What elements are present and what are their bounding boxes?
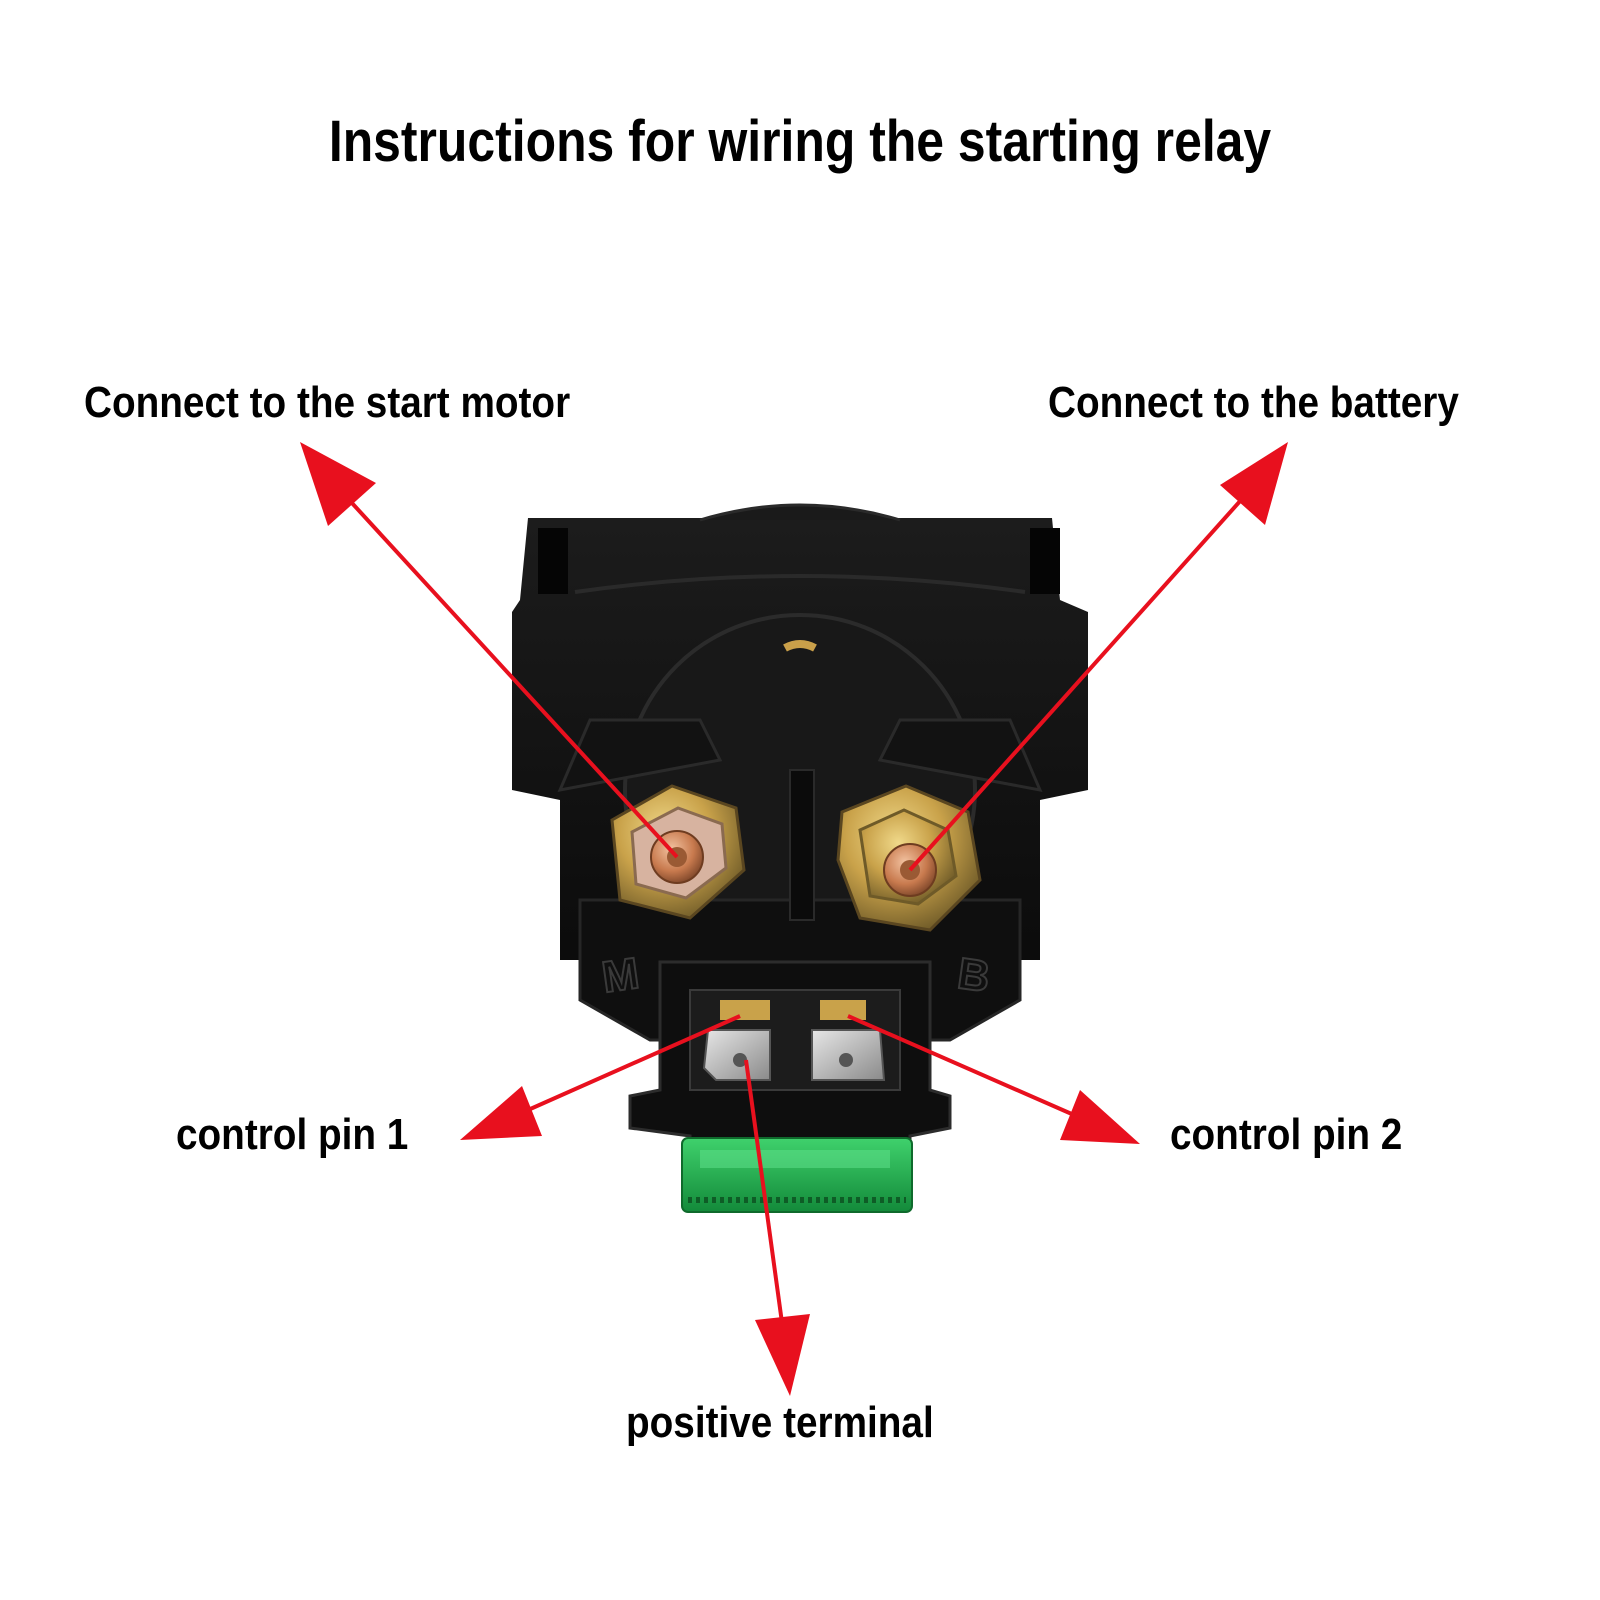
battery-terminal-stud bbox=[836, 784, 982, 932]
arrow-battery-head bbox=[1220, 442, 1288, 525]
arrow-pin1-line bbox=[509, 1014, 741, 1120]
label-battery: Connect to the battery bbox=[1048, 378, 1459, 427]
green-fuse bbox=[681, 1137, 913, 1213]
label-control-pin-1: control pin 1 bbox=[176, 1110, 409, 1159]
arrows bbox=[300, 442, 1288, 1396]
label-control-pin-2: control pin 2 bbox=[1170, 1110, 1403, 1159]
arrow-start-motor-line bbox=[338, 488, 679, 859]
arrow-start-motor-head bbox=[300, 442, 376, 526]
control-connector bbox=[628, 960, 952, 1162]
arrow-pin2-head bbox=[1060, 1090, 1140, 1144]
arrow-positive-head bbox=[755, 1314, 810, 1396]
terminal-mark-b: B bbox=[955, 949, 993, 1002]
arrow-battery-line bbox=[908, 488, 1252, 872]
label-start-motor: Connect to the start motor bbox=[84, 378, 571, 427]
arrow-pin2-line bbox=[847, 1014, 1091, 1124]
arrow-pin1-head bbox=[460, 1086, 542, 1140]
arrow-positive-line bbox=[744, 1059, 785, 1331]
terminal-mark-m: M bbox=[599, 949, 642, 1003]
label-positive-terminal: positive terminal bbox=[626, 1398, 934, 1447]
page-title: Instructions for wiring the starting rel… bbox=[328, 109, 1272, 174]
